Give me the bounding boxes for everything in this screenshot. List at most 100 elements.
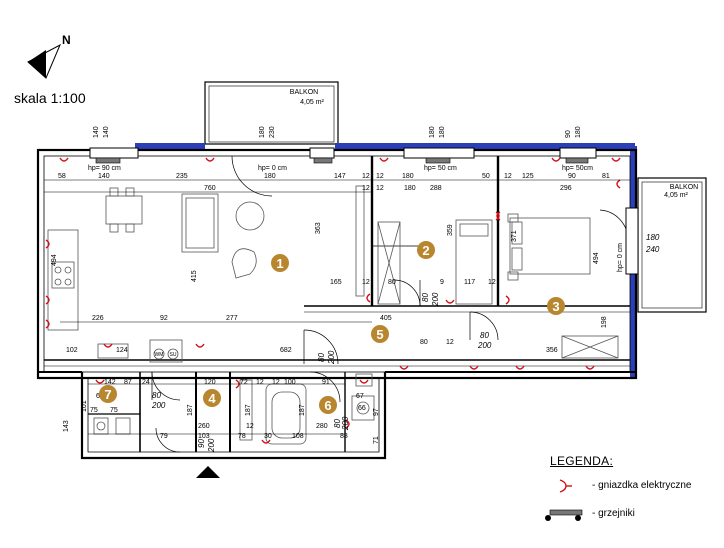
furniture-room3 <box>507 213 619 359</box>
door5-h: 200 <box>341 416 350 431</box>
dim-top-11: 125 <box>522 173 534 180</box>
dim-low-7: 91 <box>322 379 330 386</box>
dim-top-2: 235 <box>176 173 188 180</box>
win4-h: 180 <box>575 126 582 138</box>
dim-top-4: 147 <box>334 173 346 180</box>
north-label: N <box>62 33 71 47</box>
dim-low-3: 87 <box>124 379 132 386</box>
dim-top-8: 288 <box>430 185 442 192</box>
dim-top-12: 90 <box>568 173 576 180</box>
dim-mid-4: 12 <box>362 279 370 286</box>
dim-top-1: 140 <box>98 173 110 180</box>
dim-mid-2: 277 <box>226 315 238 322</box>
dim-top-7: 180 <box>402 173 414 180</box>
dims-row2: 760 180 12 12 <box>204 185 416 192</box>
door1-w: 80 <box>480 331 489 340</box>
win3-h: 180 <box>439 126 446 138</box>
dim-v-12: 143 <box>63 420 70 432</box>
win2-hp: hp= 0 cm <box>258 165 287 172</box>
dims-mid: 226 92 277 165 12 80 9 117 12 405 80 12 … <box>66 279 608 354</box>
dim-mid-9: 405 <box>380 315 392 322</box>
scale-label: skala 1:100 <box>14 90 86 106</box>
dim-low-22: 12 <box>246 423 254 430</box>
win4-hp: hp= 50cm <box>562 165 593 172</box>
north-arrow-icon: N <box>27 33 71 79</box>
window-tag-right: 180 240 hp= 0 cm <box>617 233 660 272</box>
dim-v-5: 494 <box>593 252 600 264</box>
dim-mid-10: 80 <box>420 339 428 346</box>
win1-hp: hp= 90 cm <box>88 165 121 172</box>
dim-v-2: 363 <box>315 222 322 234</box>
dim-mid-13: 198 <box>601 316 608 328</box>
dim-low-19: 100 <box>284 379 296 386</box>
dim-v-10: 97 <box>373 408 380 416</box>
dims-lower: 142 24 75 87 120 72 12 91 280 88 79 103 … <box>90 379 366 440</box>
win1-h: 140 <box>103 126 110 138</box>
door6-h: 200 <box>207 438 216 453</box>
dim-mid-14: 102 <box>66 347 78 354</box>
dim-mid-16: 682 <box>280 347 292 354</box>
dim-v-9: 187 <box>299 404 306 416</box>
dim-low-12: 78 <box>238 433 246 440</box>
legend-item-sockets: - gniazdka elektryczne <box>592 480 692 491</box>
dim-mid-7: 117 <box>464 279 475 286</box>
dim-low-18: 67 <box>356 393 364 400</box>
appliance-wm: WM <box>155 352 164 358</box>
dim-low-6: 12 <box>256 379 264 386</box>
dim-low-2: 75 <box>110 407 118 414</box>
dim-v-6: 101 <box>81 400 88 412</box>
dim-row2-1: 180 <box>404 185 416 192</box>
dim-mid-15: 124 <box>116 347 128 354</box>
door5-w: 80 <box>333 419 342 428</box>
window-tag-1: 140 140 hp= 90 cm <box>88 126 121 172</box>
legend-radiator-icon <box>545 509 583 521</box>
dim-v-7: 187 <box>187 404 194 416</box>
dimension-lines <box>44 179 630 435</box>
dim-low-20: 12 <box>272 379 280 386</box>
dim-top-10: 12 <box>504 173 512 180</box>
legend-socket-icon <box>559 479 572 493</box>
dim-low-13: 108 <box>292 433 304 440</box>
dim-low-11: 103 <box>198 433 210 440</box>
outer-walls <box>36 148 638 460</box>
dim-top-0: 58 <box>58 173 66 180</box>
dim-top-5: 12 <box>362 173 370 180</box>
door2-h: 200 <box>431 292 440 307</box>
dim-mid-1: 92 <box>160 315 168 322</box>
dim-low-10: 79 <box>160 433 168 440</box>
furniture-room2 <box>377 219 493 305</box>
dim-low-14: 260 <box>198 423 210 430</box>
dim-v-4: 371 <box>511 230 518 242</box>
dim-low-5: 72 <box>240 379 248 386</box>
dim-top-3: 180 <box>264 173 276 180</box>
balcony-right-name: BALKON <box>670 184 698 191</box>
room-3: 3 <box>552 299 559 314</box>
windows <box>89 147 639 275</box>
dim-top-6: 12 <box>376 173 384 180</box>
dim-low-9: 88 <box>340 433 348 440</box>
window-tag-4: 90 180 hp= 50cm <box>562 126 593 172</box>
door4-w: 80 <box>152 391 161 400</box>
room-2: 2 <box>422 243 429 258</box>
radiators <box>95 157 589 164</box>
room-1: 1 <box>276 256 283 271</box>
dim-mid-0: 226 <box>92 315 104 322</box>
win1-w: 140 <box>93 126 100 138</box>
door3-h: 200 <box>327 350 336 365</box>
dim-mid-12: 356 <box>546 347 558 354</box>
dim-mid-3: 165 <box>330 279 342 286</box>
dim-v-0: 494 <box>51 254 58 266</box>
dim-top-9: 50 <box>482 173 490 180</box>
dim-low-4: 120 <box>204 379 216 386</box>
winr-hp: hp= 0 cm <box>617 243 624 272</box>
dims-top: 58 140 235 180 147 12 12 180 288 50 12 1… <box>58 173 610 192</box>
dims-vert: 494 415 363 359 371 494 101 187 187 187 … <box>51 222 600 444</box>
legend-item-radiators: - grzejniki <box>592 508 635 519</box>
dim-low-0: 142 <box>104 379 116 386</box>
dim-top-13: 296 <box>560 185 572 192</box>
room-4: 4 <box>208 391 216 406</box>
appliance-su: SU <box>170 352 177 358</box>
furniture-living <box>47 185 365 363</box>
door4-h: 200 <box>151 401 166 410</box>
